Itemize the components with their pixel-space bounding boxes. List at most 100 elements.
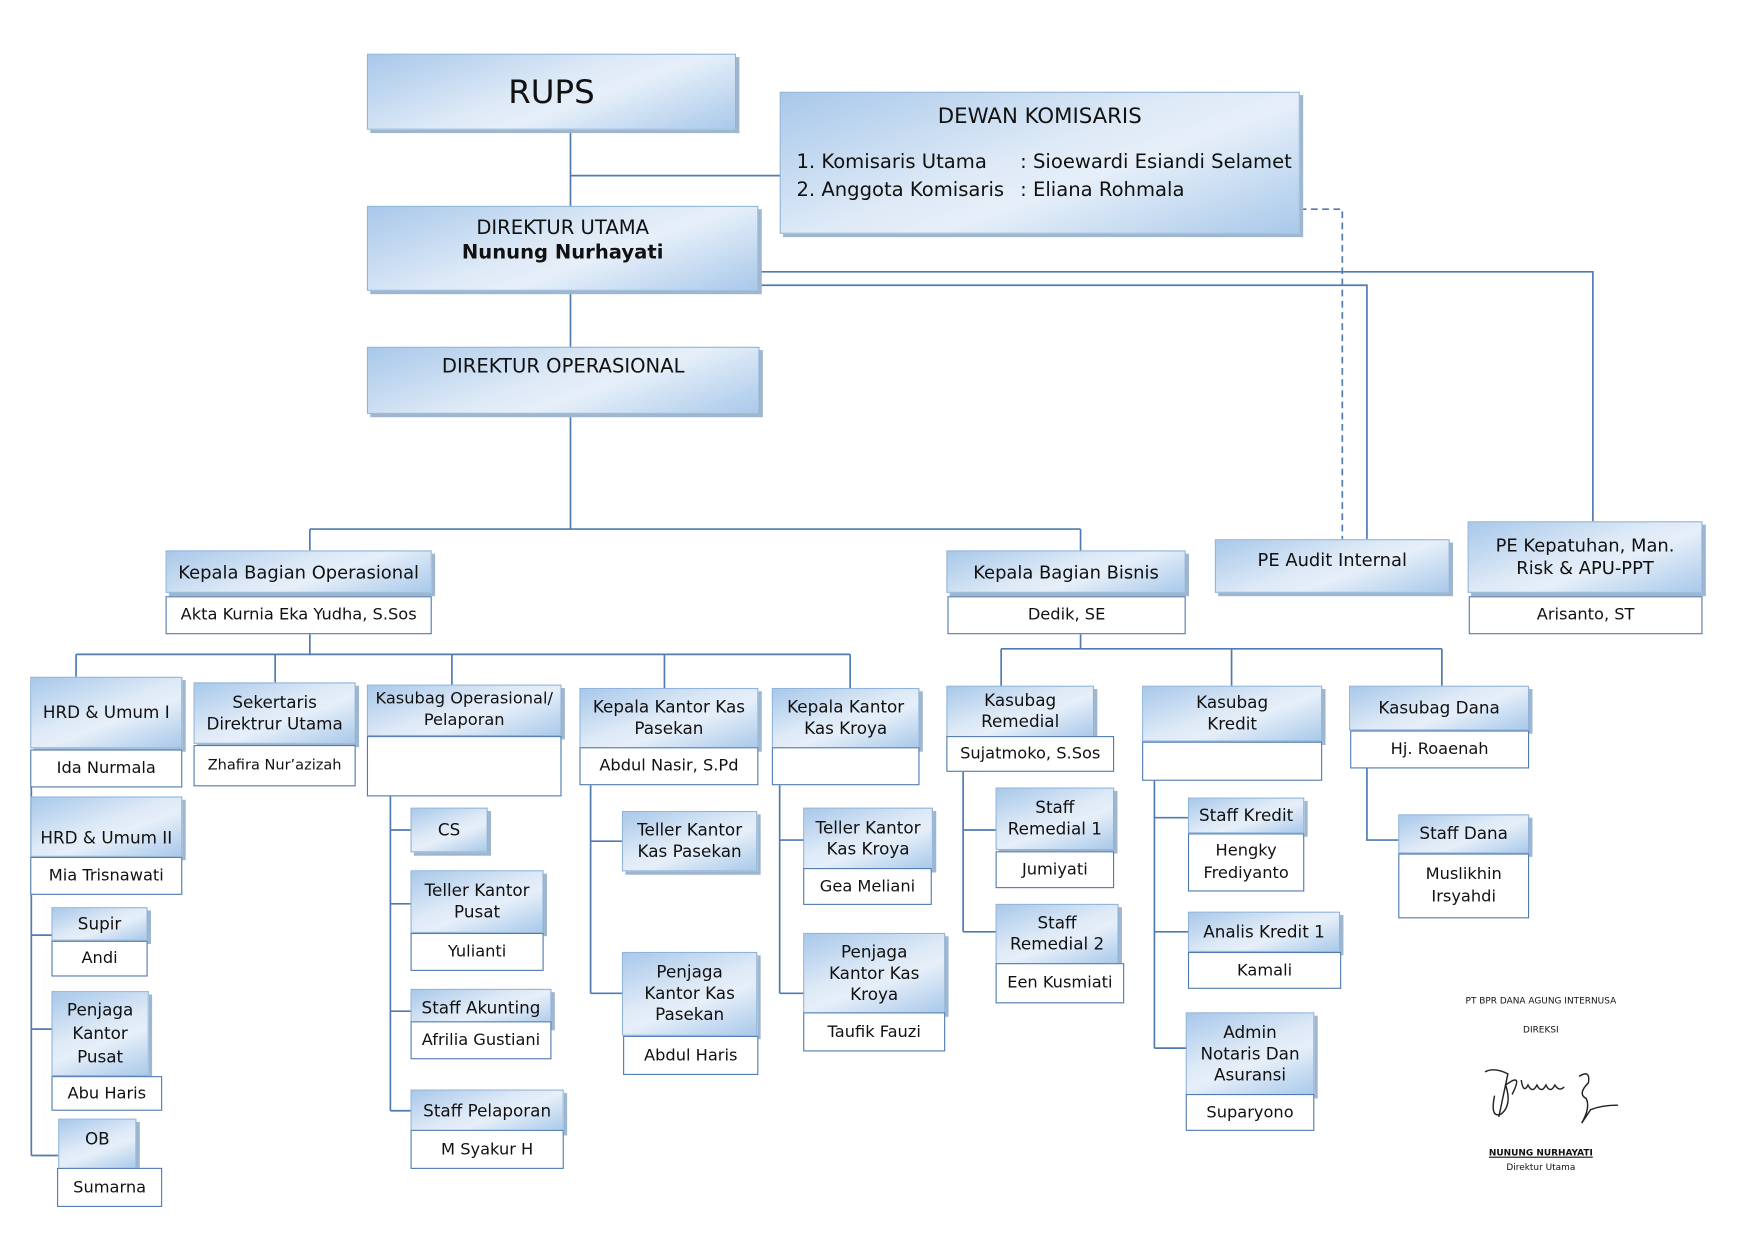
- staff-pelaporan-name: M Syakur H: [410, 1129, 564, 1169]
- direktur-utama-box: DIREKTUR UTAMA Nunung Nurhayati: [366, 205, 759, 291]
- penjaga-kas-kroya-title: Penjaga: [840, 941, 908, 962]
- staff-kredit-name-line: Hengky: [1215, 842, 1277, 861]
- cs-title: CS: [437, 819, 461, 840]
- staff-pelaporan-title: Staff Pelaporan: [423, 1100, 552, 1121]
- penjaga-kantor-pusat-title: Kantor: [72, 1022, 128, 1044]
- penjaga-kas-pasekan-title: Penjaga: [656, 961, 723, 983]
- kabag-operasional-box: Kepala Bagian Operasional: [165, 550, 432, 593]
- direktur-utama-title: DIREKTUR UTAMA: [476, 217, 649, 240]
- sekertaris-name: Zhafira Nur’azizah: [193, 744, 356, 787]
- komisaris-row-1: 1. Komisaris Utama : Sioewardi Esiandi S…: [781, 152, 1299, 173]
- komisaris-name: : Sioewardi Esiandi Selamet: [1020, 151, 1292, 174]
- pe-audit-internal-box: PE Audit Internal: [1214, 539, 1450, 593]
- hrd-umum-1-box: HRD & Umum I: [30, 676, 183, 749]
- komisaris-row-2: 2. Anggota Komisaris : Eliana Rohmala: [781, 180, 1299, 201]
- kasubag-remedial-title: Kasubag: [984, 690, 1057, 711]
- teller-kantor-pusat-title: Pusat: [454, 901, 501, 922]
- ob-name: Sumarna: [57, 1167, 163, 1207]
- teller-kantor-pusat-title: Teller Kantor: [424, 880, 530, 901]
- pe-kepatuhan-name: Arisanto, ST: [1468, 596, 1703, 635]
- kasubag-operasional-title: Kasubag Operasional/: [375, 690, 553, 709]
- teller-kantor-pusat-box: Teller Kantor Pusat: [410, 870, 544, 933]
- kepala-kas-kroya-title: Kas Kroya: [804, 718, 888, 739]
- cs-box: CS: [410, 807, 488, 853]
- supir-title: Supir: [77, 913, 122, 934]
- penjaga-kas-pasekan-name: Abdul Haris: [623, 1035, 759, 1075]
- pe-kepatuhan-box: PE Kepatuhan, Man. Risk & APU-PPT: [1467, 521, 1703, 593]
- kepala-kas-pasekan-title: Pasekan: [634, 718, 704, 739]
- staff-kredit-name-line: Frediyanto: [1203, 864, 1289, 883]
- staff-dana-box: Staff Dana: [1398, 814, 1530, 854]
- hrd-umum-2-box: HRD & Umum II: [30, 796, 183, 857]
- admin-notaris-title: Admin: [1223, 1021, 1277, 1042]
- teller-kas-kroya-title: Teller Kantor: [815, 817, 921, 838]
- analis-kredit-name: Kamali: [1187, 951, 1342, 989]
- penjaga-kas-kroya-box: Penjaga Kantor Kas Kroya: [803, 932, 946, 1014]
- kabag-bisnis-name: Dedik, SE: [947, 596, 1186, 635]
- sekertaris-box: Sekertaris Direktrur Utama: [193, 682, 356, 744]
- kabag-bisnis-box: Kepala Bagian Bisnis: [946, 550, 1186, 593]
- komisaris-role: 2. Anggota Komisaris: [796, 178, 1005, 202]
- ob-box: OB: [58, 1118, 137, 1171]
- kabag-operasional-title: Kepala Bagian Operasional: [178, 560, 420, 583]
- kasubag-kredit-name: [1142, 741, 1323, 781]
- rups-box: RUPS: [366, 53, 737, 130]
- admin-notaris-title: Asuransi: [1213, 1064, 1287, 1085]
- kepala-kas-pasekan-name: Abdul Nasir, S.Pd: [579, 747, 759, 786]
- analis-kredit-title: Analis Kredit 1: [1203, 921, 1325, 942]
- staff-pelaporan-box: Staff Pelaporan: [410, 1089, 564, 1133]
- company-name: PT BPR DANA AGUNG INTERNUSA: [1465, 995, 1617, 1006]
- direktur-operasional-box: DIREKTUR OPERASIONAL: [366, 346, 760, 414]
- kasubag-dana-name: Hj. Roaenah: [1350, 730, 1530, 769]
- sekertaris-title: Sekertaris: [232, 691, 317, 712]
- kepala-kas-pasekan-title: Kepala Kantor Kas: [592, 696, 745, 718]
- pe-kepatuhan-title: Risk & APU-PPT: [1516, 557, 1654, 579]
- staff-kredit-box: Staff Kredit: [1187, 797, 1305, 834]
- signatory-name: NUNUNG NURHAYATI: [1488, 1147, 1593, 1158]
- kasubag-operasional-box: Kasubag Operasional/ Pelaporan: [366, 684, 562, 737]
- admin-notaris-title: Notaris Dan: [1200, 1043, 1300, 1064]
- penjaga-kas-kroya-name: Taufik Fauzi: [803, 1012, 946, 1052]
- staff-akunting-title: Staff Akunting: [421, 997, 541, 1018]
- dewan-komisaris-box: DEWAN KOMISARIS 1. Komisaris Utama : Sio…: [779, 91, 1300, 234]
- rups-label: RUPS: [508, 72, 595, 111]
- kasubag-dana-box: Kasubag Dana: [1349, 685, 1530, 731]
- kepala-kas-kroya-name: [771, 747, 920, 786]
- teller-kas-pasekan-box: Teller Kantor Kas Pasekan: [621, 810, 758, 872]
- kasubag-remedial-box: Kasubag Remedial: [946, 685, 1094, 738]
- direktur-utama-name: Nunung Nurhayati: [461, 241, 664, 264]
- admin-notaris-box: Admin Notaris Dan Asuransi: [1185, 1012, 1315, 1096]
- kasubag-remedial-title: Remedial: [981, 711, 1060, 732]
- hrd-umum-2-name: Mia Trisnawati: [30, 856, 183, 895]
- staff-remedial-2-title: Remedial 2: [1009, 934, 1105, 955]
- teller-kas-kroya-name: Gea Meliani: [803, 868, 932, 905]
- pe-audit-internal-title: PE Audit Internal: [1257, 549, 1407, 571]
- kasubag-operasional-title: Pelaporan: [423, 711, 505, 730]
- staff-dana-name-line: Muslikhin: [1425, 865, 1502, 884]
- direksi-label: DIREKSI: [1523, 1024, 1559, 1035]
- penjaga-kantor-pusat-name: Abu Haris: [51, 1076, 163, 1111]
- kasubag-dana-title: Kasubag Dana: [1378, 697, 1500, 718]
- komisaris-name: : Eliana Rohmala: [1020, 178, 1185, 202]
- hrd-umum-2-title: HRD & Umum II: [40, 827, 173, 848]
- teller-kas-kroya-title: Kas Kroya: [826, 838, 910, 859]
- staff-akunting-name: Afrilia Gustiani: [410, 1021, 552, 1060]
- kabag-operasional-name: Akta Kurnia Eka Yudha, S.Sos: [165, 596, 432, 635]
- penjaga-kas-pasekan-box: Penjaga Kantor Kas Pasekan: [621, 951, 758, 1036]
- staff-dana-name: Muslikhin Irsyahdi: [1398, 853, 1530, 919]
- staff-dana-name-line: Irsyahdi: [1431, 888, 1496, 907]
- ob-title: OB: [84, 1128, 110, 1149]
- admin-notaris-name: Suparyono: [1185, 1093, 1315, 1131]
- penjaga-kantor-pusat-title: Pusat: [77, 1046, 124, 1067]
- supir-box: Supir: [51, 907, 148, 941]
- penjaga-kantor-pusat-box: Penjaga Kantor Pusat: [51, 991, 149, 1077]
- penjaga-kantor-pusat-title: Penjaga: [66, 999, 134, 1020]
- teller-kas-kroya-box: Teller Kantor Kas Kroya: [803, 807, 933, 870]
- kasubag-kredit-title: Kasubag: [1196, 692, 1269, 713]
- staff-remedial-2-box: Staff Remedial 2: [995, 903, 1119, 965]
- staff-kredit-title: Staff Kredit: [1199, 804, 1294, 825]
- signature-icon: [1484, 1069, 1619, 1124]
- kepala-kas-kroya-title: Kepala Kantor: [787, 696, 905, 718]
